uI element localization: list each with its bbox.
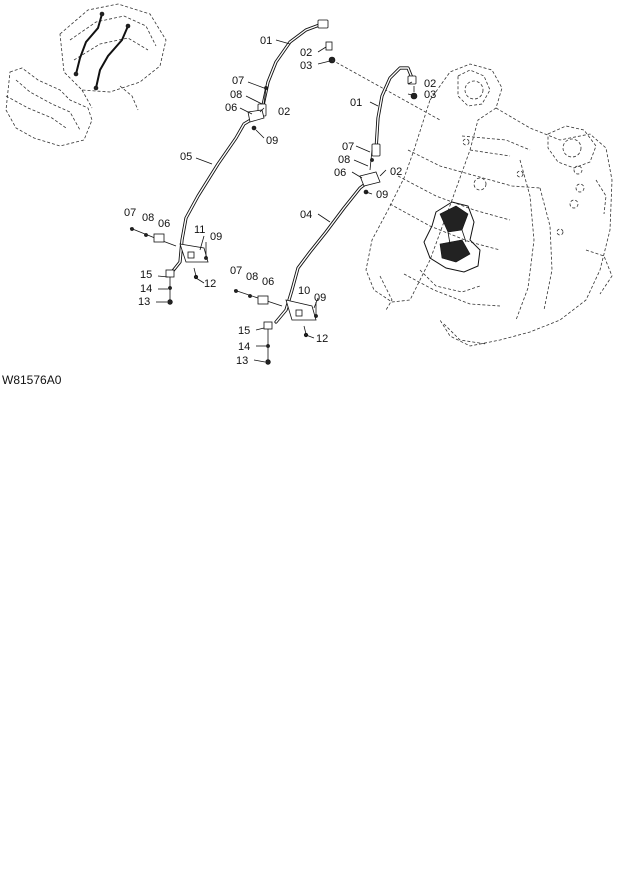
callout-10: 10: [298, 285, 310, 297]
callout-08-right-low: 08: [246, 271, 258, 283]
callout-06-left-low: 06: [158, 218, 170, 230]
callout-06-right-top: 06: [334, 167, 346, 179]
callout-12-left: 12: [204, 278, 216, 290]
callout-08-right-top: 08: [338, 154, 350, 166]
left-pipe-assembly: [129, 19, 441, 305]
callout-02-right-mid: 02: [390, 166, 402, 178]
callout-15-right: 15: [238, 325, 250, 337]
loader-overview-thumbnail: [5, 3, 167, 147]
callout-12-right: 12: [316, 333, 328, 345]
callout-15-left: 15: [140, 269, 152, 281]
callout-14-right: 14: [238, 341, 250, 353]
callout-04: 04: [300, 209, 312, 221]
callout-02-left-mid: 02: [278, 106, 290, 118]
callout-02-right-top: 02: [424, 78, 436, 90]
callout-09-left-low: 09: [210, 231, 222, 243]
callout-09-left-top: 09: [266, 135, 278, 147]
callout-07-left-low: 07: [124, 207, 136, 219]
callout-11: 11: [194, 224, 205, 236]
callout-06-left-top: 06: [225, 102, 237, 114]
callout-05: 05: [180, 151, 192, 163]
callout-labels: 01 02 03 07 08 06 02 09 05 07 08 06 11 0…: [124, 35, 436, 367]
callout-01-right: 01: [350, 97, 362, 109]
callout-03-right: 03: [424, 89, 436, 101]
callout-07-right-top: 07: [342, 141, 354, 153]
hose-01-right: [374, 66, 414, 152]
callout-03-left: 03: [300, 60, 312, 72]
callout-07-left-top: 07: [232, 75, 244, 87]
callout-13-left: 13: [138, 296, 150, 308]
callout-01-left: 01: [260, 35, 272, 47]
callout-08-left-top: 08: [230, 89, 242, 101]
callout-02-left-top: 02: [300, 47, 312, 59]
leader-lines: [156, 39, 413, 363]
callout-09-right-low: 09: [314, 292, 326, 304]
callout-14-left: 14: [140, 283, 152, 295]
callout-07-right-low: 07: [230, 265, 242, 277]
callout-08-left-low: 08: [142, 212, 154, 224]
right-pipe-assembly: [233, 66, 418, 365]
drawing-code: W81576A0: [2, 373, 62, 387]
callout-09-right-top: 09: [376, 189, 388, 201]
front-frame-structure: [365, 63, 613, 347]
callout-13-right: 13: [236, 355, 248, 367]
callout-06-right-low: 06: [262, 276, 274, 288]
